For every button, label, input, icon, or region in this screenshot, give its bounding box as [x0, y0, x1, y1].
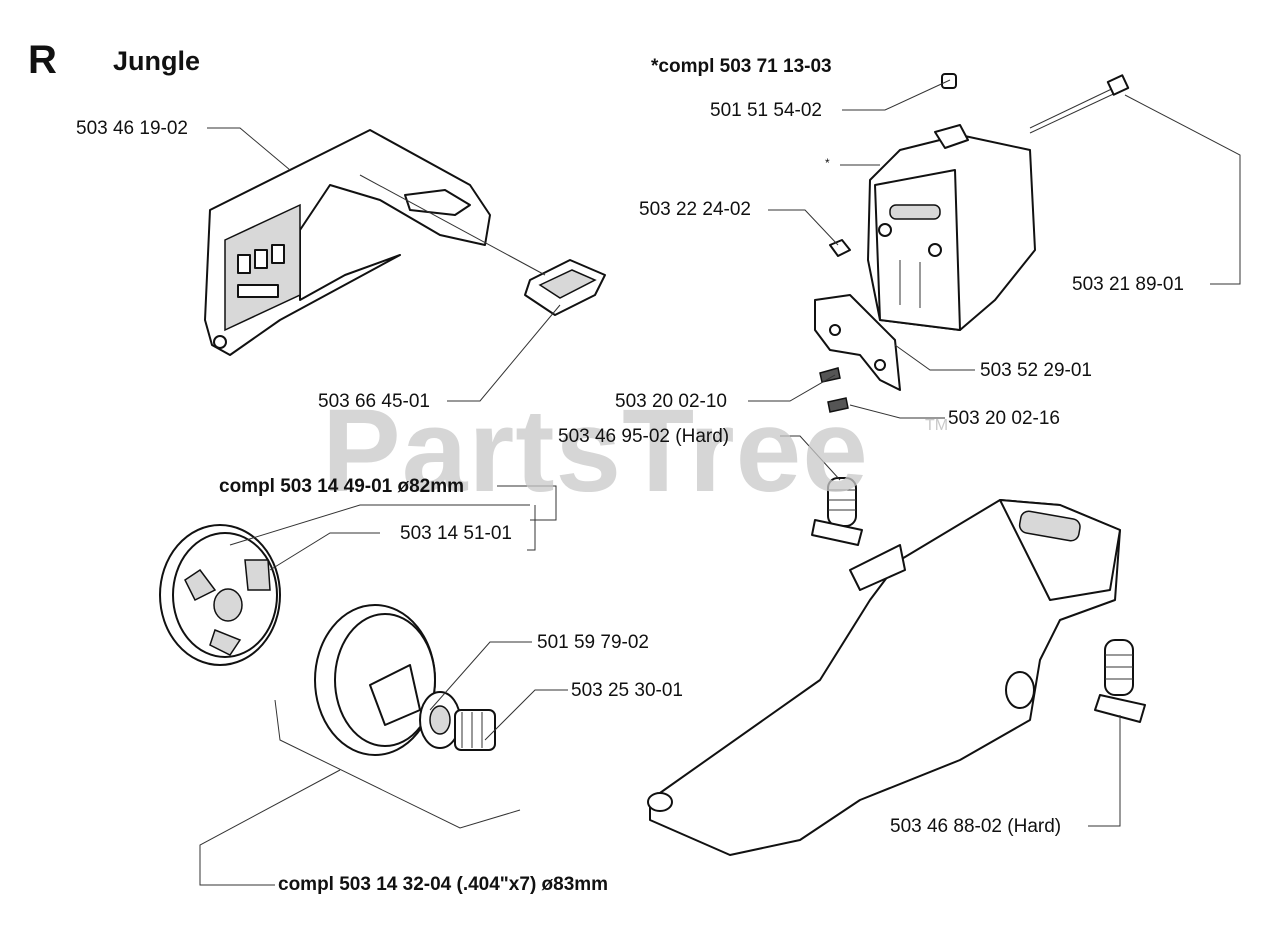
section-letter: R [28, 38, 57, 82]
av-spring-lower-drawing [1094, 639, 1146, 723]
label-501-51-54-02[interactable]: 501 51 54-02 [710, 100, 822, 121]
label-compl-drum[interactable]: compl 503 14 32-04 (.404"x7) ø83mm [278, 874, 609, 895]
label-503-14-51-01[interactable]: 503 14 51-01 [400, 523, 512, 544]
muffler-drawing [829, 73, 1130, 331]
gasket-plate-drawing [814, 294, 901, 413]
label-503-21-89-01[interactable]: 503 21 89-01 [1072, 274, 1184, 295]
label-503-46-88-02[interactable]: 503 46 88-02 (Hard) [890, 816, 1062, 837]
watermark-trademark: TM [925, 417, 949, 434]
clutch-drawing [159, 524, 281, 666]
label-compl-muffler[interactable]: *compl 503 71 13-03 [651, 56, 832, 77]
clutch-cover-drawing [204, 129, 491, 356]
label-503-20-02-10[interactable]: 503 20 02-10 [615, 391, 727, 412]
label-asterisk: * [825, 156, 830, 170]
watermark: PartsTree [322, 385, 869, 517]
chain-catcher-drawing [524, 259, 606, 316]
handle-tank-drawing [647, 499, 1121, 856]
av-spring-upper-drawing [811, 477, 863, 546]
label-503-46-19-02[interactable]: 503 46 19-02 [76, 118, 188, 139]
label-503-22-24-02[interactable]: 503 22 24-02 [639, 199, 751, 220]
leader-lines [199, 79, 1241, 886]
label-503-46-95-02[interactable]: 503 46 95-02 (Hard) [558, 426, 730, 447]
label-503-66-45-01[interactable]: 503 66 45-01 [318, 391, 430, 412]
label-503-25-30-01[interactable]: 503 25 30-01 [571, 680, 683, 701]
page-title: Jungle [113, 46, 201, 76]
label-501-59-79-02[interactable]: 501 59 79-02 [537, 632, 649, 653]
label-503-20-02-16[interactable]: 503 20 02-16 [948, 408, 1060, 429]
label-503-52-29-01[interactable]: 503 52 29-01 [980, 360, 1092, 381]
clutch-drum-drawing [314, 604, 496, 756]
label-compl-clutch[interactable]: compl 503 14 49-01 ø82mm [219, 476, 465, 497]
